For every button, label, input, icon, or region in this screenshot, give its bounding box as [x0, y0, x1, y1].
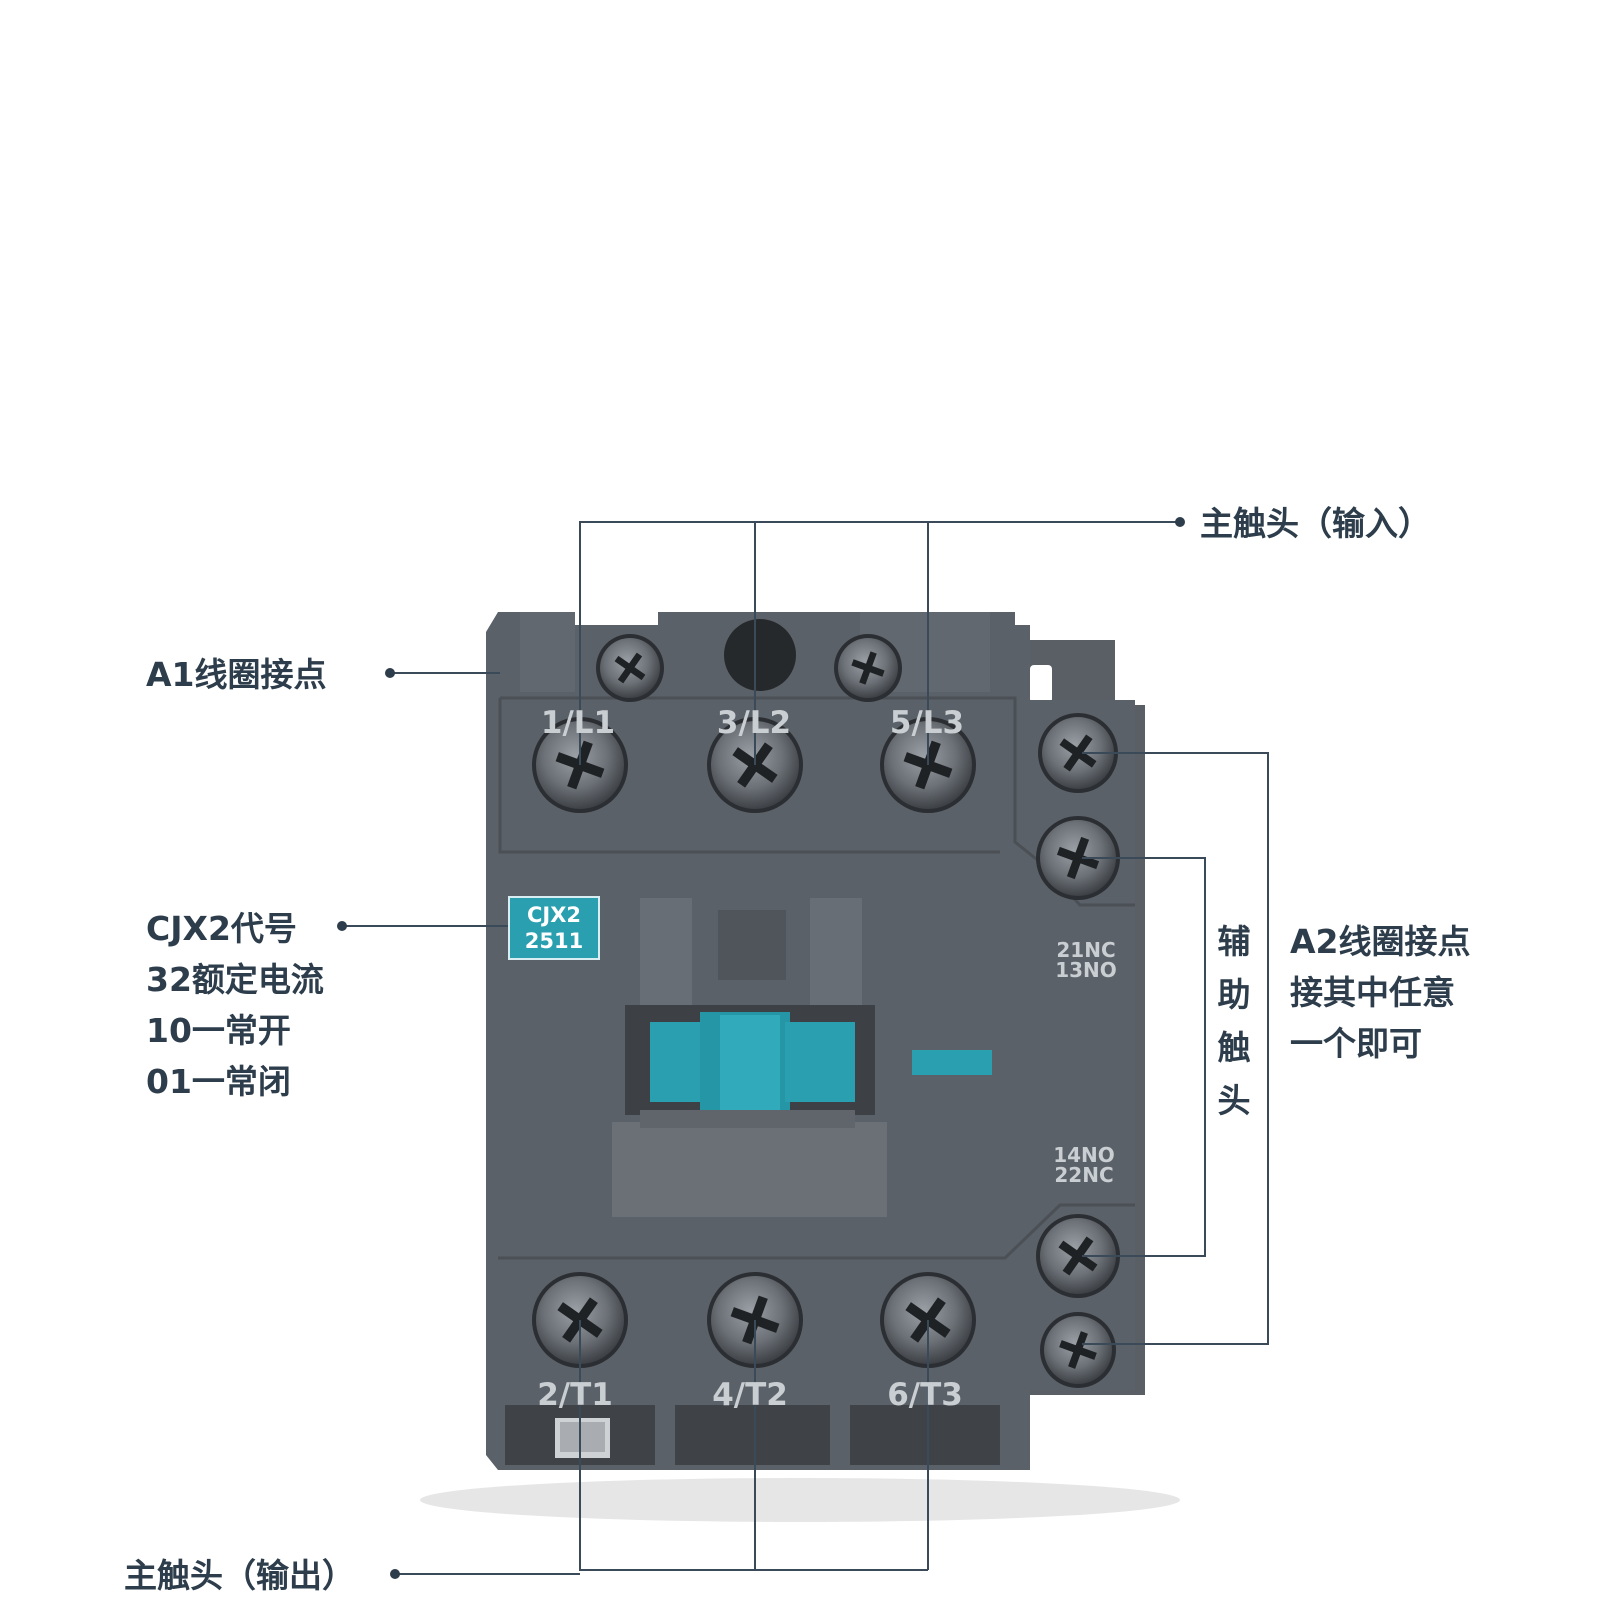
badge-line-2: 2511	[524, 929, 584, 954]
model-badge: CJX2 2511	[508, 896, 600, 960]
terminal-label-2t1: 2/T1	[537, 1377, 613, 1413]
terminal-screw	[596, 634, 664, 702]
terminal-screw	[1036, 1214, 1120, 1298]
aux-char-4: 头	[1217, 1081, 1251, 1120]
a2-line-2: 接其中任意	[1290, 973, 1455, 1012]
aux-char-2: 助	[1217, 975, 1251, 1014]
aux-label-bottom: 14NO 22NC	[1044, 1145, 1124, 1185]
terminal-screw	[1036, 816, 1120, 900]
aux-label-top: 21NC 13NO	[1046, 940, 1126, 980]
callout-a1-coil: A1线圈接点	[146, 655, 327, 694]
terminal-label-6t3: 6/T3	[887, 1377, 963, 1413]
aux-label-22nc: 22NC	[1054, 1163, 1114, 1187]
callout-auxiliary: 辅 助 触 头	[1214, 925, 1254, 1137]
model-note-nc: 01一常闭	[146, 1062, 291, 1101]
floor-shadow	[420, 1478, 1180, 1522]
model-note-no: 10一常开	[146, 1011, 291, 1050]
terminal-label-5l3: 5/L3	[889, 705, 965, 741]
model-note-code: CJX2代号	[146, 909, 297, 948]
a2-line-1: A2线圈接点	[1290, 922, 1471, 961]
terminal-label-3l2: 3/L2	[716, 705, 792, 741]
aux-label-21nc: 21NC	[1056, 938, 1116, 962]
model-note-current: 32额定电流	[146, 960, 324, 999]
callout-main-input: 主触头（输入）	[1200, 504, 1431, 543]
aux-label-13no: 13NO	[1055, 958, 1117, 982]
callout-main-output: 主触头（输出）	[124, 1556, 355, 1595]
leader-lines	[344, 521, 1269, 1575]
terminal-screw	[1038, 713, 1118, 793]
a2-line-3: 一个即可	[1290, 1024, 1422, 1063]
terminal-label-4t2: 4/T2	[712, 1377, 788, 1413]
callout-model-notes: CJX2代号 32额定电流 10一常开 01一常闭	[146, 912, 324, 1116]
leader-dots	[337, 517, 1185, 1579]
badge-line-1: CJX2	[526, 903, 582, 927]
aux-label-14no: 14NO	[1053, 1143, 1115, 1167]
aux-char-1: 辅	[1217, 922, 1251, 961]
terminal-screw	[834, 634, 902, 702]
callout-a2-coil: A2线圈接点 接其中任意 一个即可	[1290, 925, 1471, 1078]
terminal-label-1l1: 1/L1	[540, 705, 616, 741]
actuator	[612, 898, 992, 1217]
aux-char-3: 触	[1217, 1028, 1251, 1067]
terminal-screw	[1040, 1312, 1116, 1388]
